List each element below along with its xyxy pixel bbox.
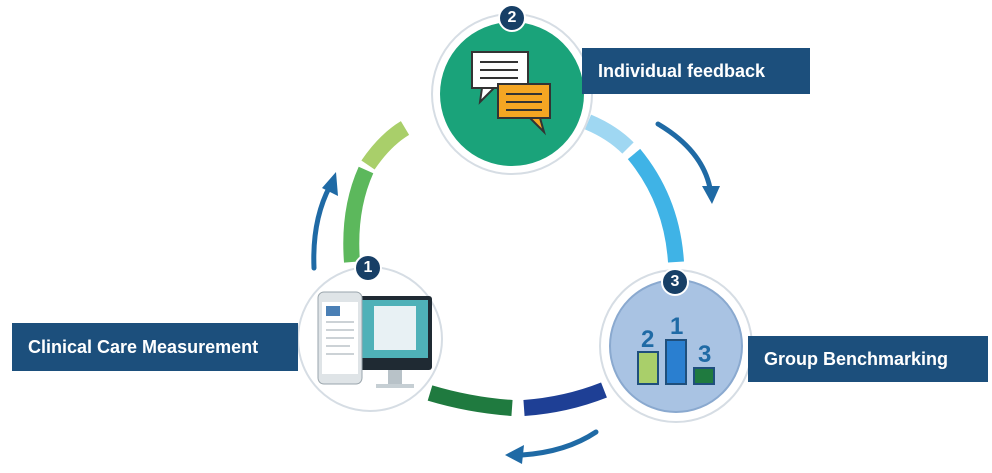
ring-segment-sky-light: [584, 114, 634, 154]
cycle-ring: [343, 114, 684, 416]
ring-segment-dark-green: [427, 385, 513, 416]
chat-bubbles-icon: [471, 51, 551, 136]
ring-segment-navy: [523, 382, 607, 416]
step-2-number-badge: 2: [498, 4, 526, 32]
ring-segment-sky: [627, 148, 684, 263]
cycle-arrow-head-icon: [505, 445, 524, 464]
podium-rank-3: 3: [698, 341, 711, 368]
step-3-label: Group Benchmarking: [748, 336, 988, 382]
devices-icon: [317, 291, 432, 388]
cycle-arrow-icon: [655, 121, 713, 191]
step-1-node: [297, 266, 443, 412]
step-3-node: 2 1 3: [599, 269, 753, 423]
ring-segment-green-light: [361, 121, 410, 170]
podium-icon: 2 1 3: [637, 313, 715, 385]
step-1-label: Clinical Care Measurement: [12, 323, 298, 371]
cycle-arrows: [311, 121, 720, 464]
ring-segment-green: [343, 166, 374, 263]
cycle-arrow-head-icon: [322, 172, 338, 196]
step-2-node: [431, 13, 593, 175]
step-3-number-badge: 3: [661, 268, 689, 296]
step-1-number-badge: 1: [354, 254, 382, 282]
cycle-arrow-icon: [311, 183, 333, 271]
step-2-label: Individual feedback: [582, 48, 810, 94]
podium-rank-1: 1: [670, 313, 683, 340]
podium-rank-2: 2: [641, 326, 654, 353]
cycle-arrow-icon: [519, 429, 599, 458]
cycle-arrow-head-icon: [702, 186, 720, 204]
